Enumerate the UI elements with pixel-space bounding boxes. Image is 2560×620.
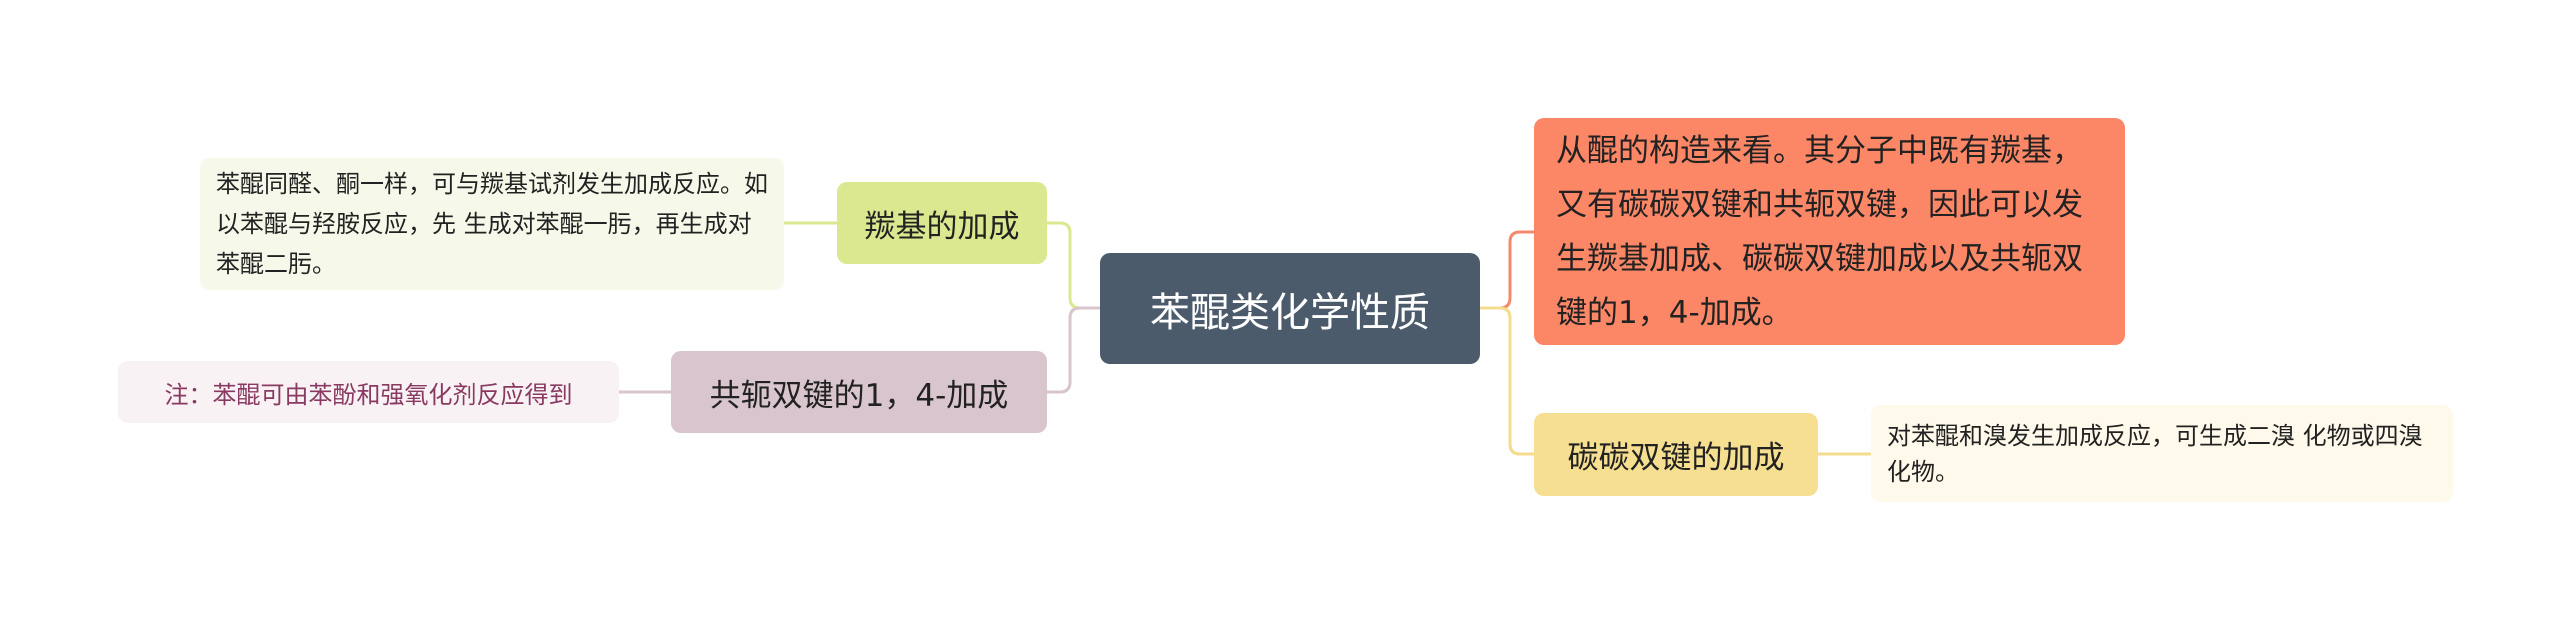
topic-conjugated-addition[interactable]: 共轭双键的1，4-加成	[671, 351, 1047, 433]
note-conjugated-addition-text: 注：苯醌可由苯酚和强氧化剂反应得到	[164, 380, 573, 409]
topic-carbonyl-addition-label: 羰基的加成	[864, 208, 1020, 245]
connector-root-orange	[1480, 230, 1534, 310]
root-topic[interactable]: 苯醌类化学性质	[1100, 253, 1480, 364]
root-topic-label: 苯醌类化学性质	[1150, 289, 1430, 336]
note-cc-double-bond-addition[interactable]: 对苯醌和溴发生加成反应，可生成二溴 化物或四溴 化物。	[1871, 405, 2453, 502]
topic-structure-summary-text: 从醌的构造来看。其分子中既有羰基，又有碳碳双键和共轭双键，因此可以发生羰基加成、…	[1556, 132, 2083, 331]
note-carbonyl-addition-text: 苯醌同醛、酮一样，可与羰基试剂发生加成反应。如以苯醌与羟胺反应，先 生成对苯醌一…	[216, 170, 768, 278]
connector-root-purple	[1047, 306, 1100, 394]
note-conjugated-addition[interactable]: 注：苯醌可由苯酚和强氧化剂反应得到	[118, 361, 619, 423]
topic-conjugated-addition-label: 共轭双键的1，4-加成	[709, 377, 1009, 414]
topic-cc-double-bond-addition[interactable]: 碳碳双键的加成	[1534, 413, 1818, 496]
topic-structure-summary[interactable]: 从醌的构造来看。其分子中既有羰基，又有碳碳双键和共轭双键，因此可以发生羰基加成、…	[1534, 118, 2125, 345]
note-cc-double-bond-addition-text: 对苯醌和溴发生加成反应，可生成二溴 化物或四溴 化物。	[1887, 421, 2423, 486]
note-carbonyl-addition[interactable]: 苯醌同醛、酮一样，可与羰基试剂发生加成反应。如以苯醌与羟胺反应，先 生成对苯醌一…	[200, 158, 784, 290]
connector-root-green	[1047, 221, 1100, 310]
topic-cc-double-bond-addition-label: 碳碳双键的加成	[1567, 440, 1785, 476]
connector-root-yellow	[1480, 306, 1534, 456]
topic-carbonyl-addition[interactable]: 羰基的加成	[837, 182, 1047, 264]
